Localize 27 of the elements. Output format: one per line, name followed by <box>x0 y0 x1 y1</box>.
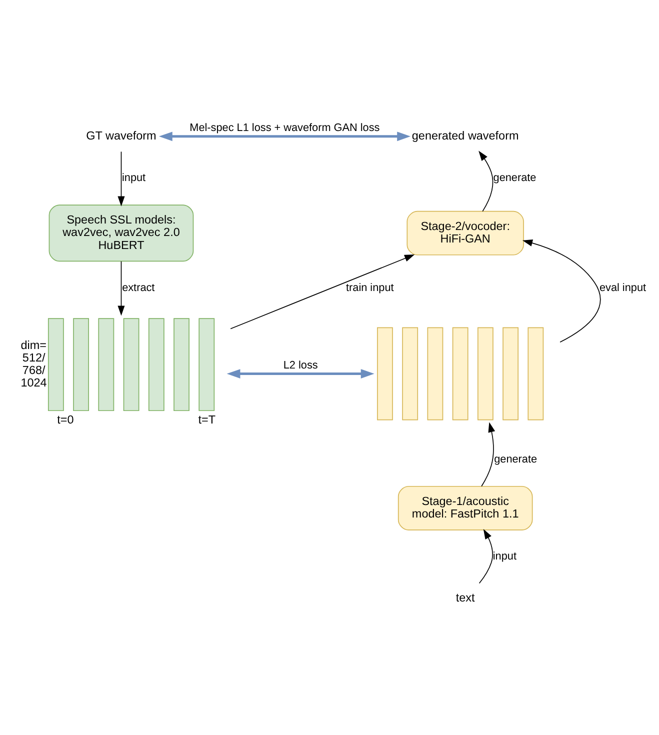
arrow <box>158 132 411 142</box>
edge-label: eval input <box>599 282 646 294</box>
node-label: t=T <box>198 413 216 426</box>
arrow <box>478 150 494 212</box>
arrow <box>481 422 496 487</box>
arrow <box>226 369 374 378</box>
node-label: t=0 <box>57 413 74 426</box>
arrow <box>522 240 601 343</box>
edge-label: Mel-spec L1 loss + waveform GAN loss <box>190 122 380 134</box>
edge-label: generate <box>493 172 536 184</box>
edge-label: input <box>492 550 516 563</box>
node-text: GT waveform <box>86 130 156 143</box>
arrow <box>230 254 415 330</box>
edge-label: L2 loss <box>283 359 318 372</box>
arrow <box>118 261 125 316</box>
arrow <box>118 151 125 206</box>
node-box: Stage-1/acoustic model: FastPitch 1.1 <box>398 486 533 530</box>
node-text: text <box>456 592 475 605</box>
node-text: generated waveform <box>412 130 519 143</box>
node-label: dim= 512/ 768/ 1024 <box>20 338 47 390</box>
arrow <box>478 528 493 584</box>
edge-label: extract <box>122 282 155 294</box>
node-box: Speech SSL models: wav2vec, wav2vec 2.0 HuBERT <box>48 204 194 262</box>
edge-label: input <box>122 172 146 184</box>
node-box: Stage-2/vocoder: HiFi-GAN <box>406 210 524 256</box>
edge-label: generate <box>494 453 538 466</box>
edge-label: train input <box>346 282 394 294</box>
